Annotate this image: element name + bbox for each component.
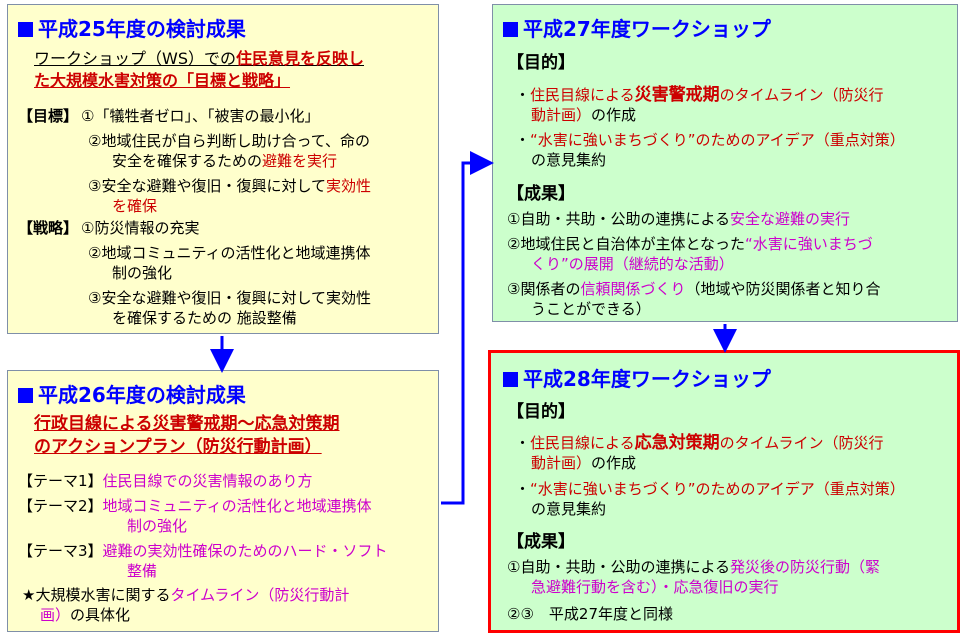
h28-result-1: ①自助・共助・公助の連携による発災後の防災行動（緊 bbox=[507, 558, 881, 576]
h25-goal-label: 【目標】 bbox=[18, 107, 79, 125]
h25-goal-3a: ③安全な避難や復旧・復興に対して実効性 bbox=[88, 177, 372, 195]
h26-star-line2: 画）の具体化 bbox=[40, 606, 131, 624]
h25-goal-2a: ②地域住民が自ら判断し助け合って、命の bbox=[88, 132, 370, 150]
h25-strategy-3b: を確保するための 施設整備 bbox=[112, 309, 297, 327]
h27-result-2: ②地域住民と自治体が主体となった“水害に強いまちづ bbox=[507, 235, 873, 253]
h25-goal-1: ①「犠牲者ゼロ」、「被害の最小化」 bbox=[81, 107, 320, 125]
h25-strategy-3a: ③安全な避難や復旧・復興に対して実効性 bbox=[88, 289, 371, 307]
h25-strategy-1: ①防災情報の充実 bbox=[81, 219, 200, 237]
h27-result-2-cont: くり”の展開（継続的な活動） bbox=[531, 255, 734, 273]
h26-theme1: 【テーマ1】住民目線での災害情報のあり方 bbox=[18, 472, 313, 490]
h28-purpose-1-cont: 動計画）の作成 bbox=[531, 454, 637, 472]
h25-goal-2b: 安全を確保するための避難を実行 bbox=[112, 152, 338, 170]
box-h27-workshop: 平成27年度ワークショップ 【目的】 ・住民目線による災害警戒期のタイムライン（… bbox=[492, 4, 958, 322]
h25-strategy-label: 【戦略】 bbox=[18, 219, 79, 237]
h25-intro-line1: ワークショップ（WS）での住民意見を反映し bbox=[34, 49, 364, 68]
h27-result-1: ①自助・共助・公助の連携による安全な避難の実行 bbox=[507, 210, 851, 228]
box-h25-results: 平成25年度の検討成果 ワークショップ（WS）での住民意見を反映し た大規模水害… bbox=[7, 4, 439, 334]
h28-result-label: 【成果】 bbox=[507, 532, 575, 552]
h25-strategy-2b: 制の強化 bbox=[112, 264, 173, 282]
box-h26-title: 平成26年度の検討成果 bbox=[18, 379, 246, 408]
h26-intro-line2: のアクションプラン（防災行動計画） bbox=[34, 437, 322, 457]
box-h26-results: 平成26年度の検討成果 行政目線による災害警戒期～応急対策期 のアクションプラン… bbox=[7, 370, 439, 632]
h28-purpose-2-cont: の意見集約 bbox=[531, 500, 607, 518]
h27-purpose-1: ・住民目線による災害警戒期のタイムライン（防災行 bbox=[515, 85, 884, 105]
box-h25-title: 平成25年度の検討成果 bbox=[18, 13, 246, 42]
h26-theme3: 【テーマ3】避難の実効性確保のためのハード・ソフト bbox=[18, 542, 388, 560]
square-bullet-icon bbox=[503, 372, 518, 387]
h27-purpose-label: 【目的】 bbox=[507, 53, 575, 73]
h25-goal-3b: を確保 bbox=[112, 197, 158, 215]
h26-theme3-cont: 整備 bbox=[127, 562, 158, 580]
h26-theme2-cont: 制の強化 bbox=[127, 517, 188, 535]
square-bullet-icon bbox=[18, 388, 33, 403]
h27-purpose-2-cont: の意見集約 bbox=[531, 151, 607, 169]
h28-purpose-label: 【目的】 bbox=[507, 402, 575, 422]
h27-purpose-1-cont: 動計画）の作成 bbox=[531, 106, 637, 124]
arrow-h26-to-h27 bbox=[441, 151, 494, 505]
h26-theme2: 【テーマ2】地域コミュニティの活性化と地域連携体 bbox=[18, 497, 372, 515]
h27-purpose-2: ・“水害に強いまちづくり”のためのアイデア（重点対策） bbox=[515, 131, 905, 149]
h25-strategy-2a: ②地域コミュニティの活性化と地域連携体 bbox=[88, 244, 371, 262]
square-bullet-icon bbox=[18, 22, 33, 37]
h28-purpose-2: ・“水害に強いまちづくり”のためのアイデア（重点対策） bbox=[515, 480, 905, 498]
box-h28-workshop: 平成28年度ワークショップ 【目的】 ・住民目線による応急対策期のタイムライン（… bbox=[488, 350, 960, 633]
h27-result-3-cont: うことができる） bbox=[531, 300, 651, 318]
h26-intro-line1: 行政目線による災害警戒期～応急対策期 bbox=[34, 414, 340, 434]
h28-result-2: ②③ 平成27年度と同様 bbox=[507, 605, 673, 623]
h27-result-label: 【成果】 bbox=[507, 184, 575, 204]
box-h27-title: 平成27年度ワークショップ bbox=[503, 13, 771, 42]
h27-result-3: ③関係者の信頼関係づくり（地域や防災関係者と知り合 bbox=[507, 280, 881, 298]
h28-purpose-1: ・住民目線による応急対策期のタイムライン（防災行 bbox=[515, 433, 884, 453]
h26-star-line1: ★大規模水害に関するタイムライン（防災行動計 bbox=[22, 586, 350, 604]
h25-intro-line2: た大規模水害対策の「目標と戦略」 bbox=[34, 71, 291, 90]
square-bullet-icon bbox=[503, 22, 518, 37]
box-h28-title: 平成28年度ワークショップ bbox=[503, 363, 771, 392]
h28-result-1-cont: 急避難行動を含む）・応急復旧の実行 bbox=[531, 578, 779, 596]
